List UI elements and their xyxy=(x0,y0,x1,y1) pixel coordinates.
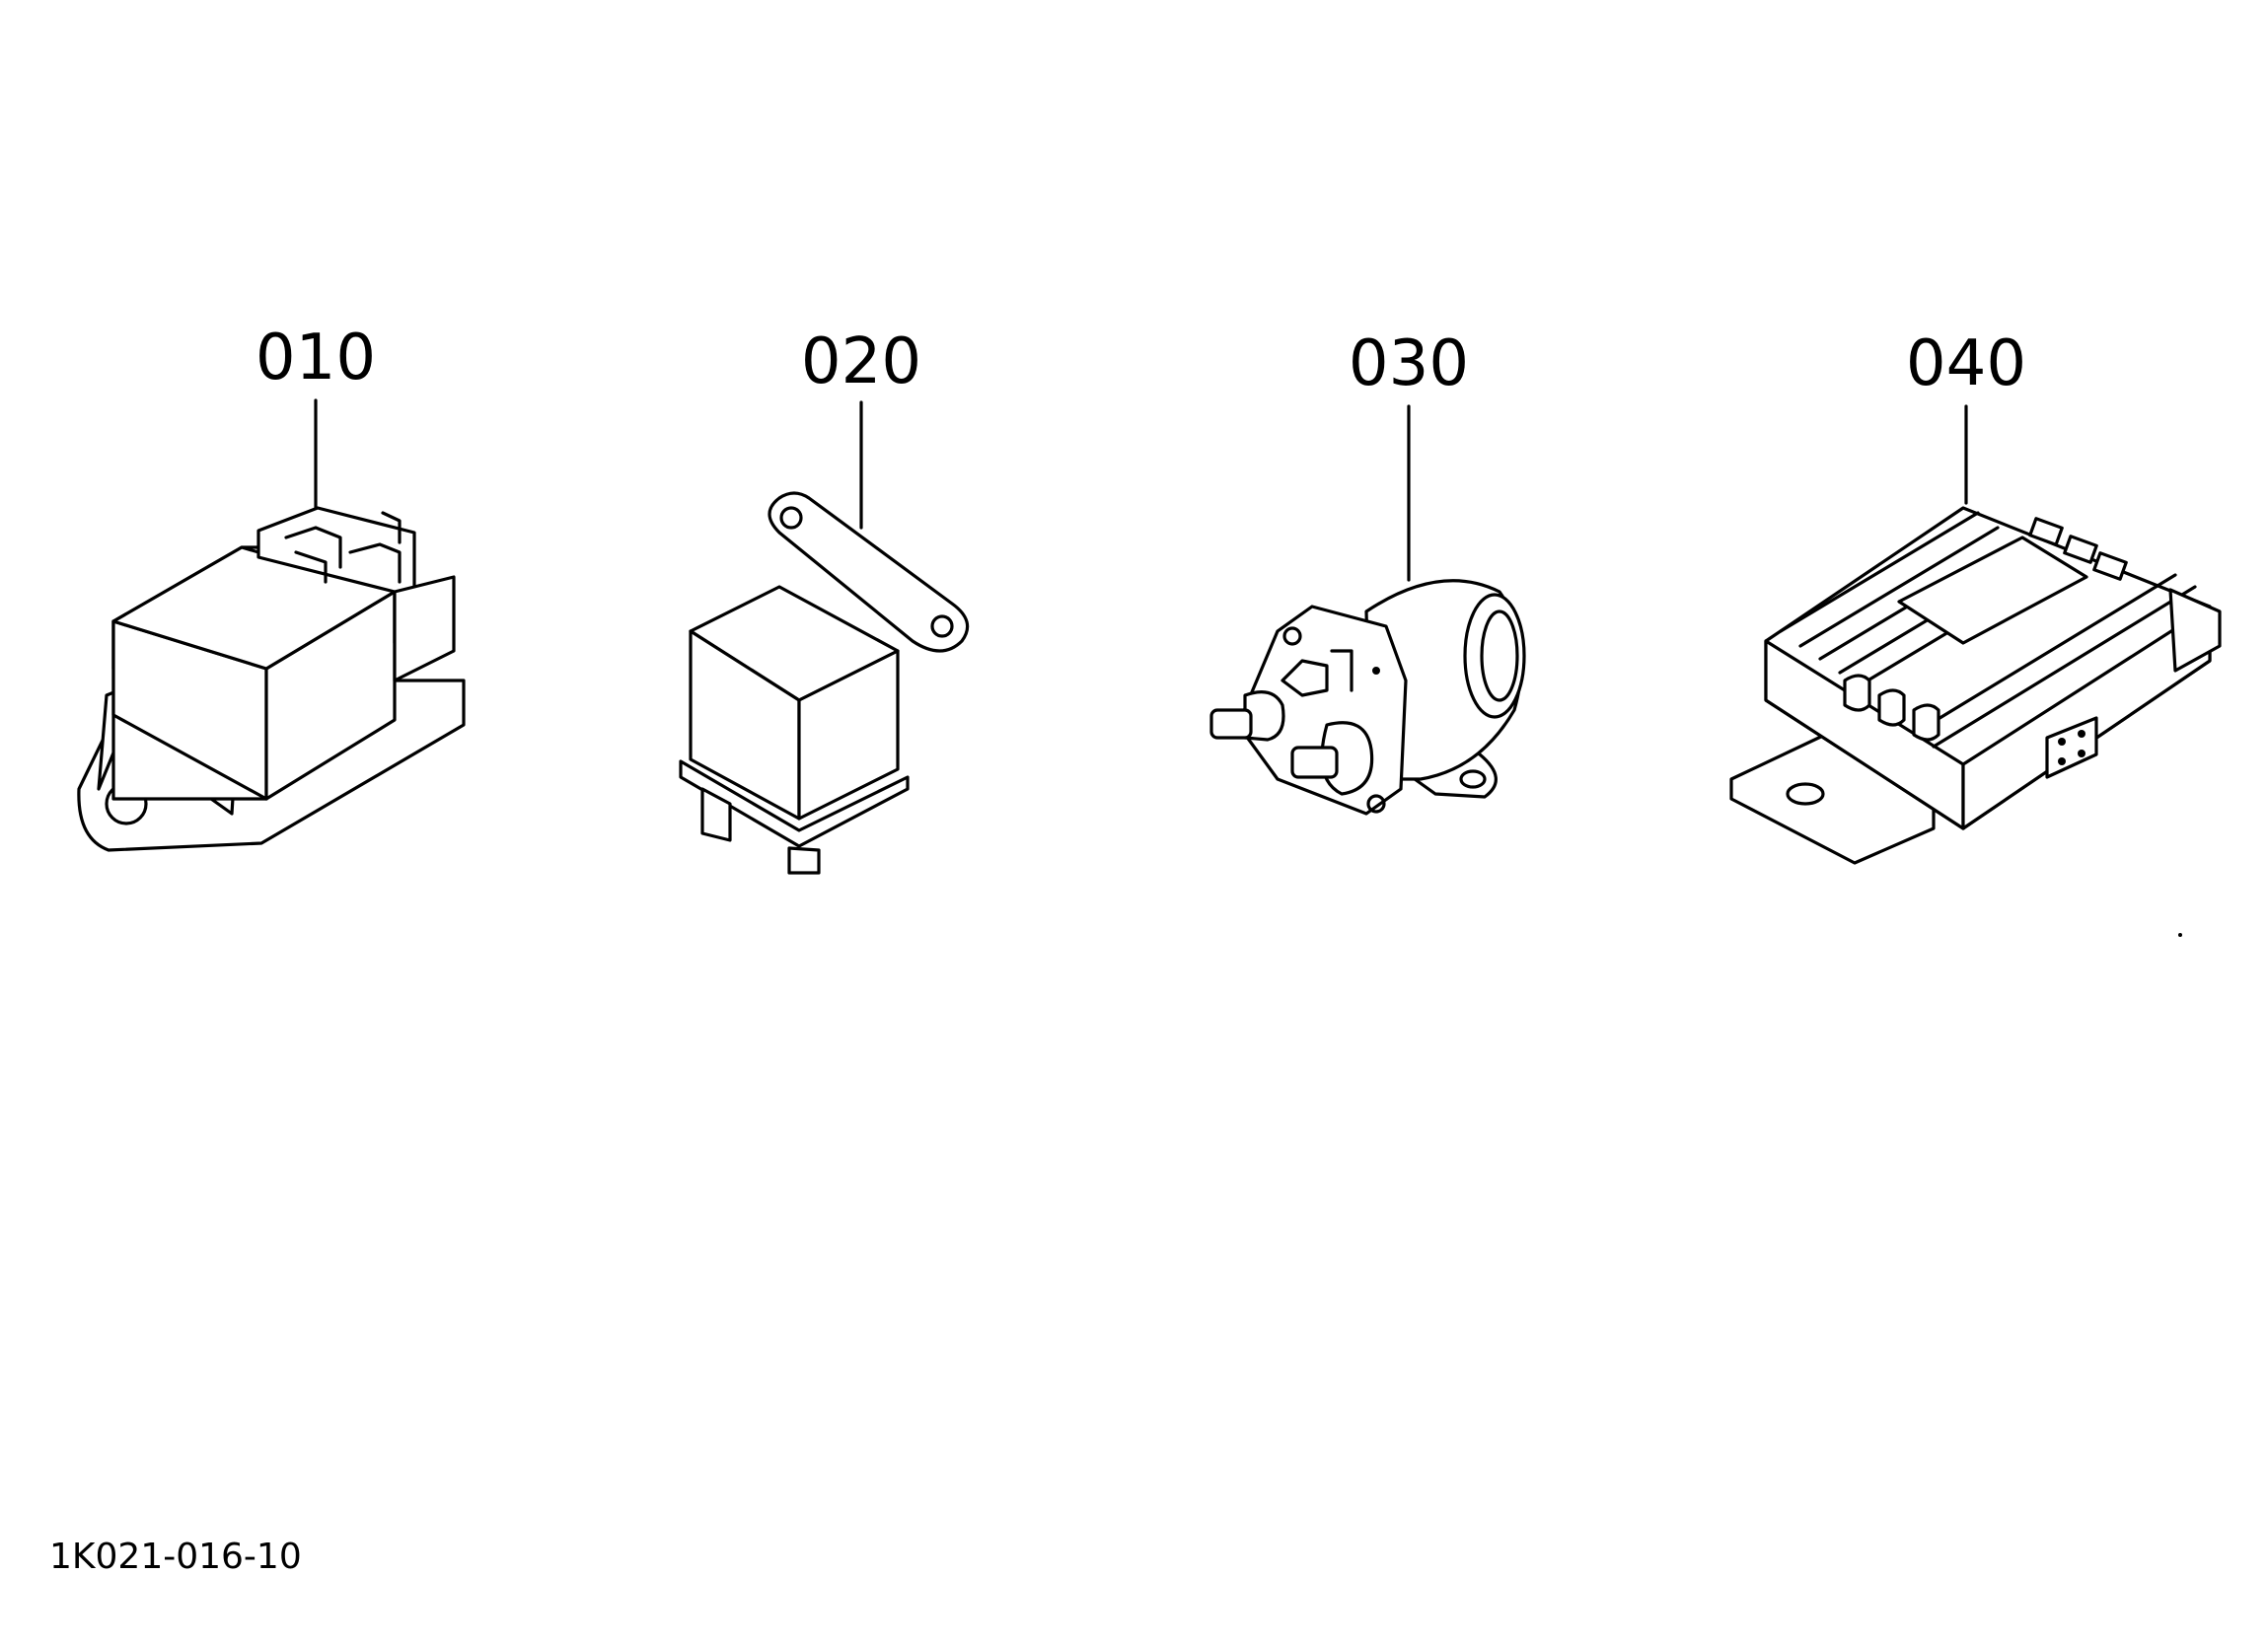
callout-label-010: 010 xyxy=(256,322,376,394)
part-040[interactable]: 040 xyxy=(1729,327,2222,937)
relay-module-icon xyxy=(77,506,466,852)
part-010[interactable]: 010 xyxy=(77,322,466,852)
part-030[interactable]: 030 xyxy=(1209,327,1526,816)
callout-label-020: 020 xyxy=(801,325,921,398)
part-020[interactable]: 020 xyxy=(679,325,970,875)
solenoid-switch-icon xyxy=(1209,579,1526,816)
drawing-reference-id: 1K021-016-10 xyxy=(49,1537,302,1577)
regulator-module-icon xyxy=(1729,506,2222,937)
callout-label-040: 040 xyxy=(1906,327,2026,400)
callout-label-030: 030 xyxy=(1349,327,1469,400)
relay-with-bracket-icon xyxy=(679,491,970,875)
